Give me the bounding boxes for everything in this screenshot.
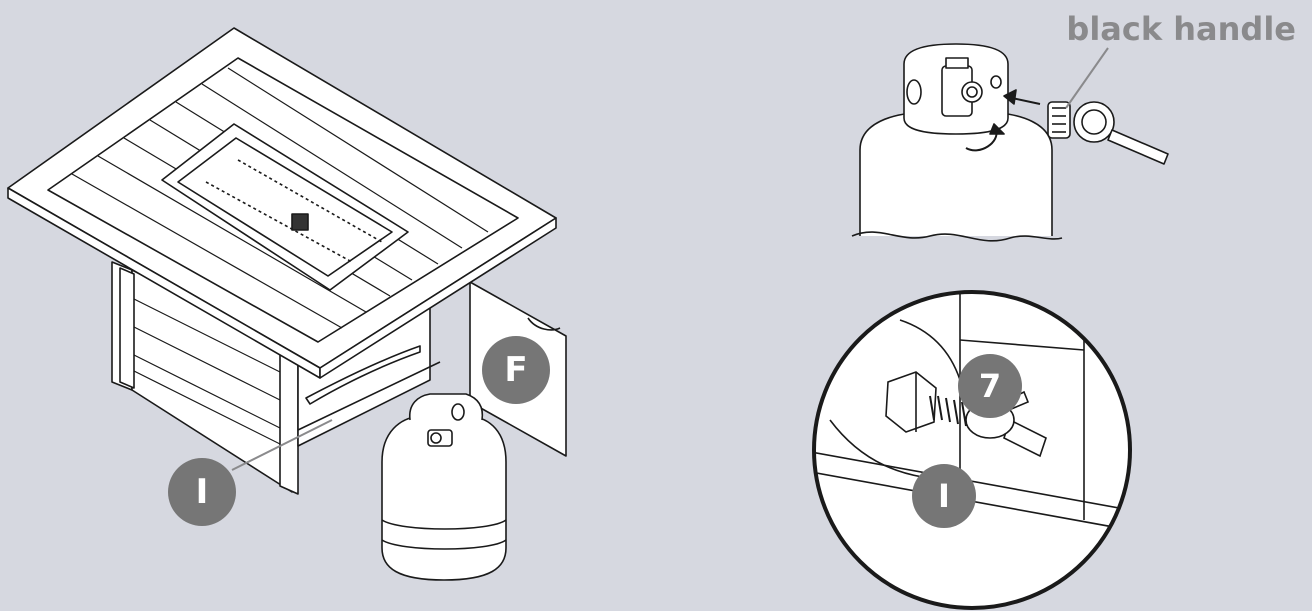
- black-handle-label: black handle: [1066, 10, 1296, 48]
- burner-tube: [205, 181, 353, 263]
- burner-igniter: [291, 213, 309, 231]
- cabinet-slats: [131, 297, 293, 451]
- handle-leader-line: [1065, 47, 1109, 109]
- regulator-connection-illustration: [851, 43, 1169, 242]
- burner-tube-2: [237, 159, 383, 243]
- door-notch: [527, 317, 561, 331]
- detail-screw-threads: [929, 395, 967, 427]
- badge-i-left-text: I: [196, 472, 209, 512]
- badge-f: F: [482, 336, 550, 404]
- tank-cut-edge: [851, 231, 1063, 242]
- badge-7: 7: [958, 354, 1022, 418]
- table-leg-back: [119, 267, 135, 389]
- badge-f-text: F: [504, 350, 527, 390]
- propane-tank-left: [381, 393, 507, 581]
- table-leg-front: [279, 347, 299, 495]
- burner-pan-inner: [177, 137, 393, 277]
- lower-rail: [297, 361, 441, 431]
- badge-i-left: I: [168, 458, 236, 526]
- detail-screw-head: [885, 371, 937, 433]
- detail-view: [812, 290, 1132, 610]
- badge-i-detail: I: [912, 464, 976, 528]
- badge-i-detail-text: I: [938, 477, 950, 515]
- regulator: [1047, 101, 1169, 165]
- badge-7-text: 7: [979, 367, 1001, 405]
- tank-cradle: [305, 345, 421, 405]
- fire-table-illustration: [7, 27, 567, 581]
- insert-arrow-icon: [1003, 89, 1041, 105]
- leader-line-i-left: [231, 419, 333, 471]
- table-top-edge-right: [319, 217, 557, 379]
